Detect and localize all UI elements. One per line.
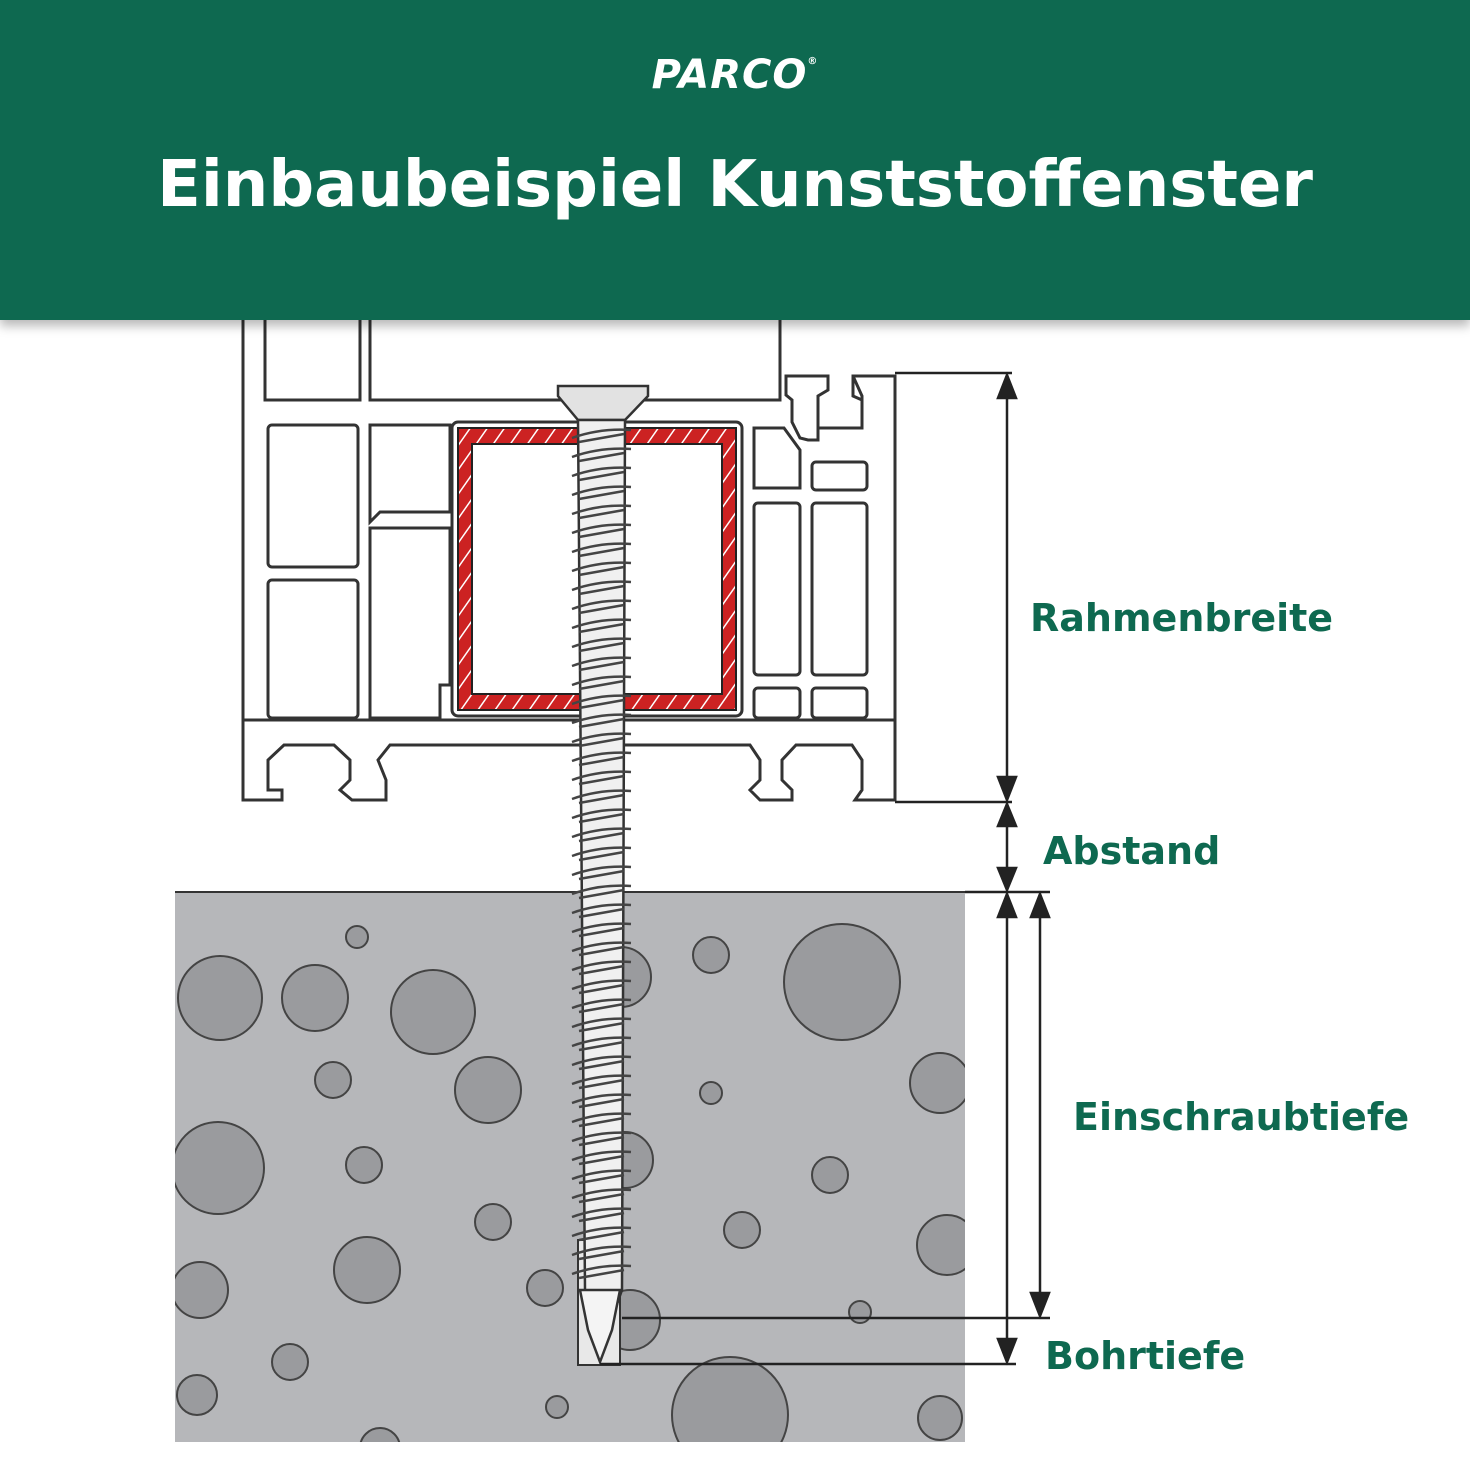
label-screw-depth: Einschraubtiefe <box>1073 1095 1410 1139</box>
screw-thread <box>571 542 632 558</box>
screw-thread <box>571 675 632 691</box>
screw-thread <box>571 884 632 900</box>
screw-thread <box>571 789 632 805</box>
screw-thread <box>571 770 632 786</box>
screw-thread <box>571 865 632 881</box>
screw-thread <box>571 732 632 748</box>
screw-thread <box>571 1264 632 1280</box>
screw-thread <box>571 751 632 767</box>
screw-thread <box>571 1017 632 1033</box>
screw-thread <box>571 485 632 501</box>
screw-thread <box>571 960 632 976</box>
brand-name: PARCO <box>651 52 808 98</box>
screw-thread <box>571 561 632 577</box>
screw-thread <box>571 1112 632 1128</box>
screw-thread <box>571 1226 632 1242</box>
frame-screw <box>556 384 650 1366</box>
screw-thread <box>571 713 632 729</box>
screw-thread <box>571 1150 632 1166</box>
screw-thread <box>571 599 632 615</box>
screw-thread <box>571 941 632 957</box>
page-title: Einbaubeispiel Kunststoffenster <box>157 148 1313 222</box>
screw-thread <box>571 1188 632 1204</box>
screw-thread <box>571 998 632 1014</box>
screw-thread <box>571 504 632 520</box>
screw-thread <box>571 618 632 634</box>
concrete-aggregate <box>175 923 965 1442</box>
dimension-lines <box>600 371 1051 1366</box>
screw-thread <box>571 656 632 672</box>
label-gap: Abstand <box>1043 829 1221 873</box>
screw-thread <box>571 903 632 919</box>
screw-thread <box>571 979 632 995</box>
screw-thread <box>571 846 632 862</box>
screw-thread <box>571 808 632 824</box>
label-frame-width: Rahmenbreite <box>1030 596 1334 640</box>
screw-thread <box>571 447 632 463</box>
screw-thread <box>571 1055 632 1071</box>
screw-thread <box>571 523 632 539</box>
screw-thread <box>571 1036 632 1052</box>
screw-thread <box>571 694 632 710</box>
screw-thread <box>571 466 632 482</box>
brand-registered-mark: ® <box>807 56 819 67</box>
screw-thread <box>571 922 632 938</box>
screw-thread <box>571 580 632 596</box>
brand-logo: PARCO® <box>0 52 1470 98</box>
screw-thread <box>571 827 632 843</box>
screw-thread <box>571 1093 632 1109</box>
screw-thread <box>571 1245 632 1261</box>
screw-thread <box>571 637 632 653</box>
screw-thread <box>571 1207 632 1223</box>
screw-thread <box>571 428 632 444</box>
screw-thread <box>571 1074 632 1090</box>
header-banner: PARCO® Einbaubeispiel Kunststoffenster <box>0 0 1470 320</box>
steel-reinforcement <box>457 427 737 711</box>
label-drill-depth: Bohrtiefe <box>1045 1334 1246 1378</box>
concrete-wall <box>175 891 965 1442</box>
screw-thread <box>571 1131 632 1147</box>
screw-thread <box>571 1169 632 1185</box>
